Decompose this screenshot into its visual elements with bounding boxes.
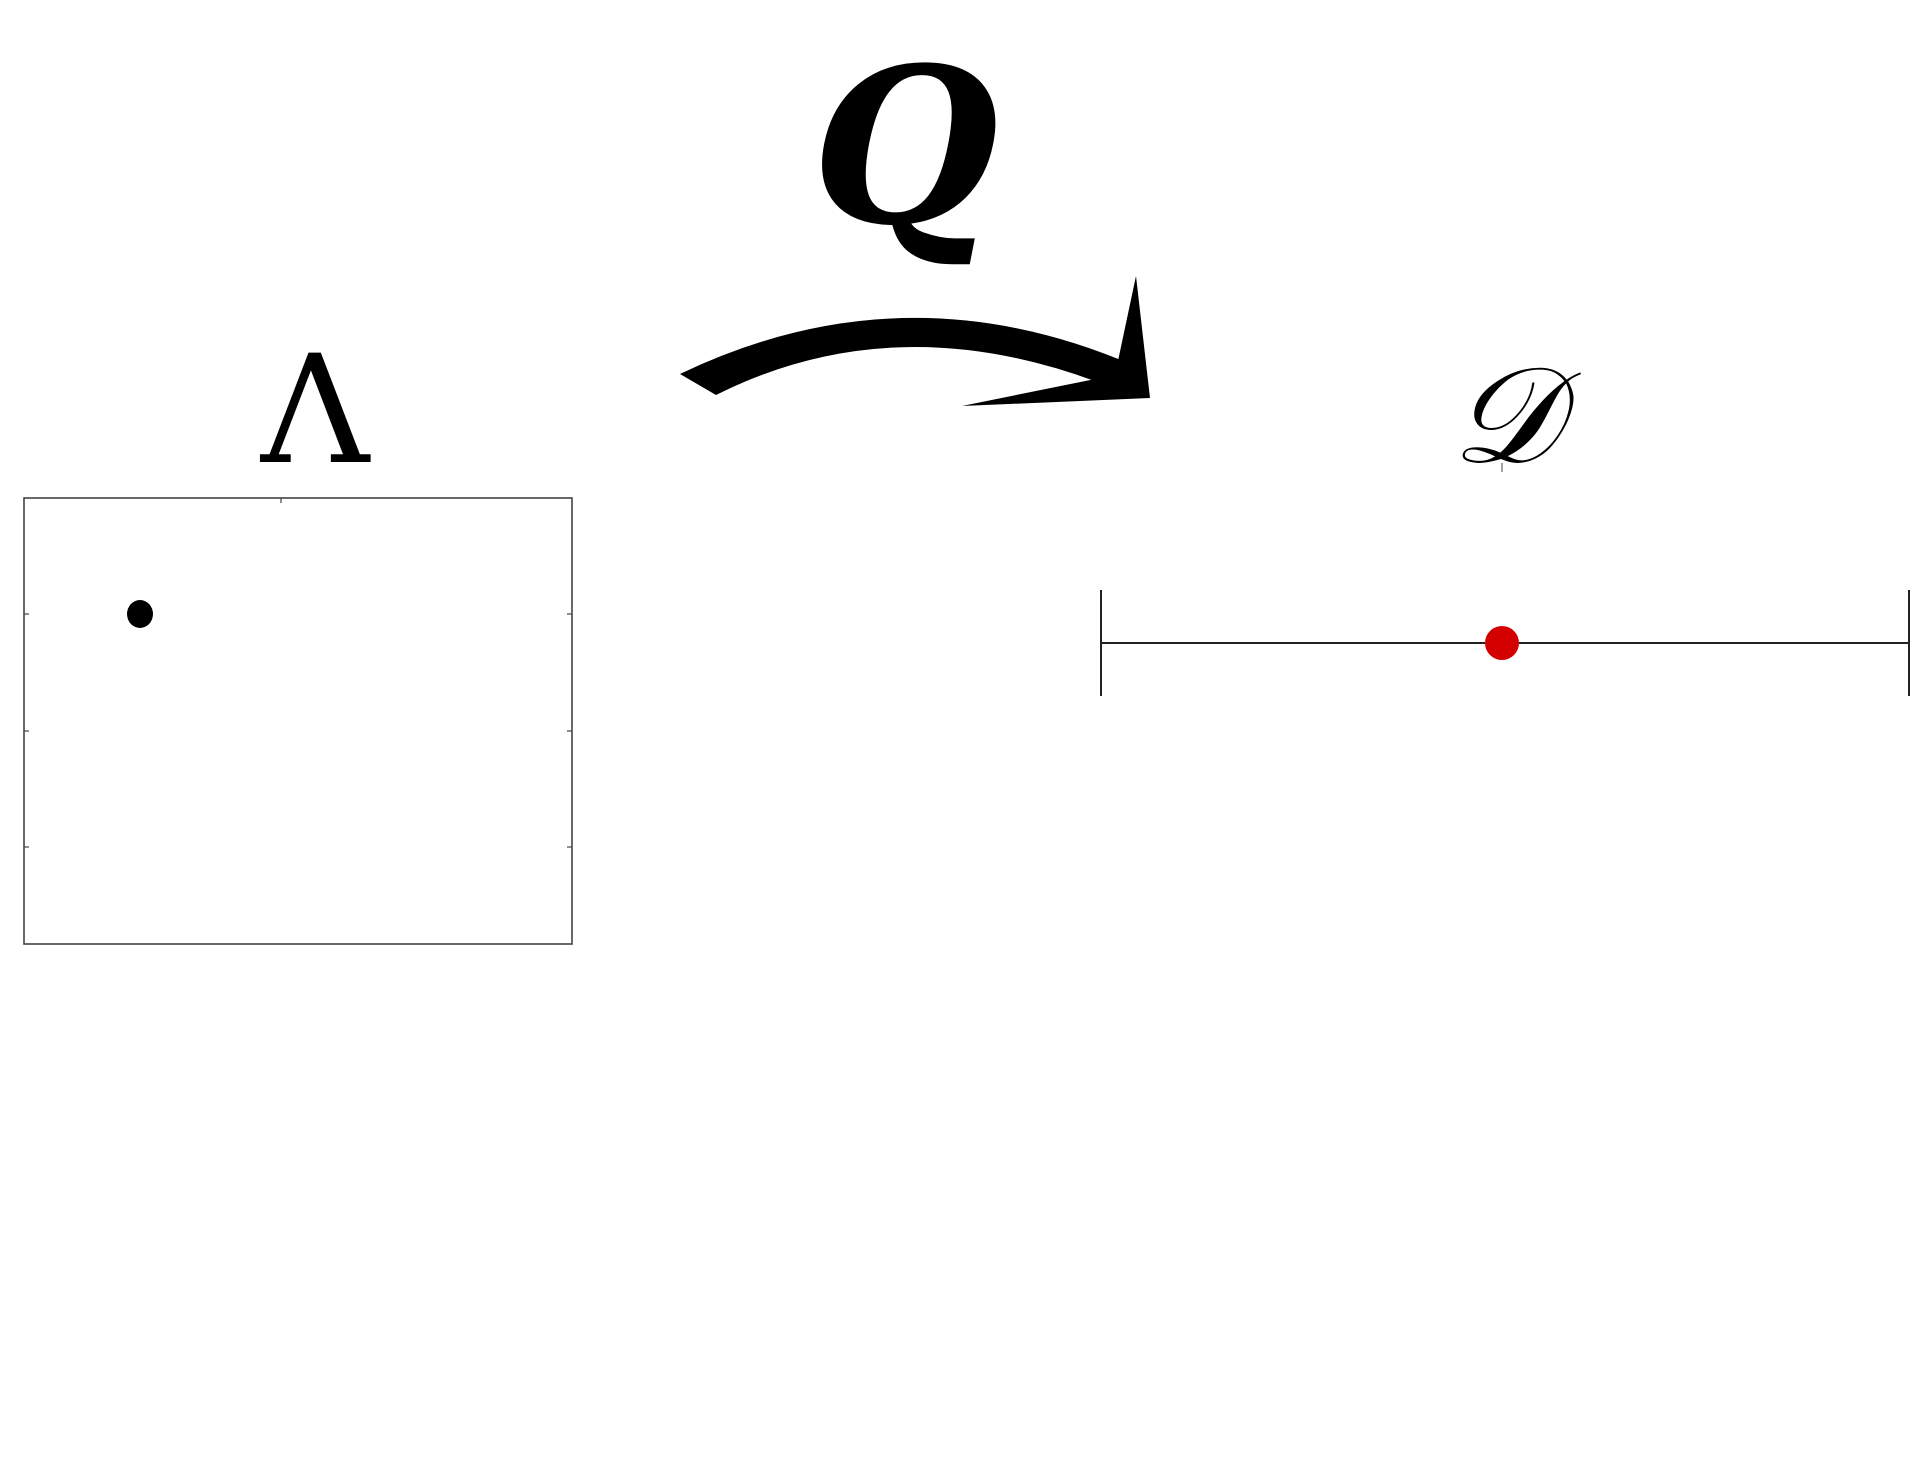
map-arrow-shaft (680, 317, 1135, 395)
data-point (1485, 626, 1519, 660)
map-arrow (680, 276, 1150, 406)
parameter-space-frame (23, 497, 573, 945)
parameter-space-label: Λ (260, 324, 371, 498)
parameter-point (127, 600, 153, 628)
parameter-space-box (23, 497, 573, 945)
map-arrow-head (962, 276, 1150, 406)
data-space-interval (1100, 590, 1910, 696)
data-space-label: 𝒟 (1451, 337, 1581, 494)
map-label: Q (811, 20, 998, 273)
